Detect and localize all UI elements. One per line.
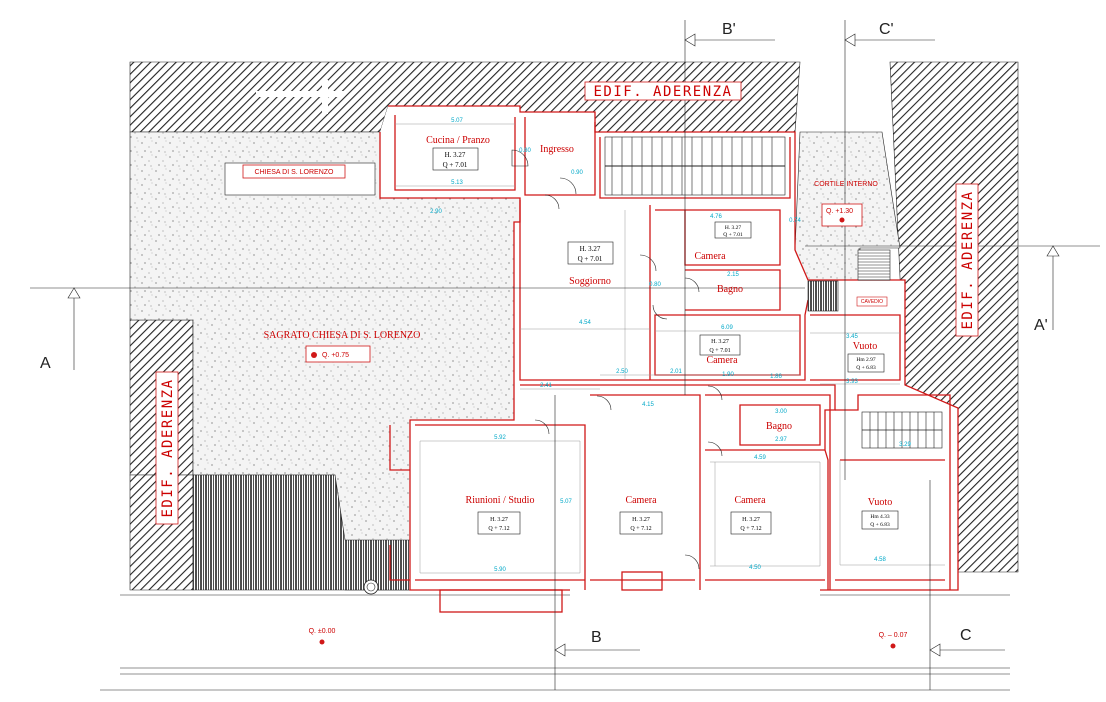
walls xyxy=(379,105,959,613)
cavedio-label: CAVEDIO xyxy=(861,299,883,305)
room-cucina-label: Cucina / Pranzo xyxy=(426,135,490,146)
svg-text:4.54: 4.54 xyxy=(579,320,591,326)
svg-text:3.45: 3.45 xyxy=(846,334,858,340)
svg-text:4.76: 4.76 xyxy=(710,214,722,220)
room-riunioni-h: H. 3.27 xyxy=(490,517,508,523)
edif-top-label: EDIF. ADERENZA xyxy=(593,84,732,100)
room-cucina-q: Q + 7.01 xyxy=(443,161,468,169)
cortile-label: CORTILE INTERNO xyxy=(814,181,878,188)
svg-text:0.74: 0.74 xyxy=(789,218,801,224)
svg-text:2.01: 2.01 xyxy=(670,369,682,375)
svg-text:5.92: 5.92 xyxy=(494,435,506,441)
stair-steps xyxy=(611,137,773,195)
section-a1-label: A' xyxy=(1034,317,1048,334)
room-camera3-label: Camera xyxy=(625,495,657,506)
svg-text:0.80: 0.80 xyxy=(649,282,661,288)
svg-text:2.50: 2.50 xyxy=(616,369,628,375)
street-bollard-icon xyxy=(363,579,379,595)
svg-text:3.29: 3.29 xyxy=(899,442,911,448)
sagrato-q-label: Q. +0.75 xyxy=(322,352,349,359)
svg-text:5.90: 5.90 xyxy=(494,567,506,573)
room-soggiorno-q: Q + 7.01 xyxy=(578,255,603,263)
room-vuoto2-q: Q + 6.83 xyxy=(870,522,890,528)
section-lines xyxy=(30,20,1100,690)
edif-right-label: EDIF. ADERENZA xyxy=(960,190,976,329)
room-camera3-q: Q + 7.12 xyxy=(630,526,651,532)
room-riunioni-label: Riunioni / Studio xyxy=(466,495,535,506)
svg-text:1.90: 1.90 xyxy=(722,372,734,378)
svg-text:4.50: 4.50 xyxy=(749,565,761,571)
room-vuoto1-h: Hm 2.97 xyxy=(856,357,876,363)
level-marker-icon xyxy=(311,352,317,358)
section-c-label: C xyxy=(960,627,972,644)
stair-steps-rear xyxy=(869,412,935,448)
level-marker-icon xyxy=(890,643,896,649)
section-b-label: B xyxy=(591,629,602,646)
svg-text:5.07: 5.07 xyxy=(451,118,463,124)
svg-text:2.97: 2.97 xyxy=(775,437,787,443)
cortile-ramp xyxy=(807,280,839,312)
room-camera4-h: H. 3.27 xyxy=(742,517,760,523)
room-ingresso-label: Ingresso xyxy=(540,144,574,155)
section-c1-label: C' xyxy=(879,21,894,38)
room-bagno2-label: Bagno xyxy=(766,421,792,432)
room-vuoto2-h: Hm 4.33 xyxy=(870,514,890,520)
section-a-label: A xyxy=(40,355,51,372)
svg-text:2.15: 2.15 xyxy=(727,272,739,278)
dimension-labels: 5.07 5.13 2.90 4.76 2.15 4.54 6.09 2.41 … xyxy=(430,118,911,573)
level-marker-icon xyxy=(319,639,325,645)
chiesa-label: CHIESA DI S. LORENZO xyxy=(255,169,335,176)
svg-text:5.13: 5.13 xyxy=(451,180,463,186)
svg-text:2.90: 2.90 xyxy=(430,209,442,215)
room-camera4-q: Q + 7.12 xyxy=(740,526,761,532)
stair-steps-cortile xyxy=(858,252,890,281)
cortile-q-label: Q. +1.30 xyxy=(826,208,853,215)
street-q-left-label: Q. ±0.00 xyxy=(309,628,336,635)
room-camera3-h: H. 3.27 xyxy=(632,517,650,523)
room-camera1-q: Q + 7.01 xyxy=(723,232,743,238)
svg-text:4.59: 4.59 xyxy=(754,455,766,461)
svg-text:0.80: 0.80 xyxy=(519,148,531,154)
edif-left-label: EDIF. ADERENZA xyxy=(160,378,176,517)
room-riunioni-q: Q + 7.12 xyxy=(488,526,509,532)
svg-text:4.58: 4.58 xyxy=(874,557,886,563)
room-cucina-h: H. 3.27 xyxy=(445,151,466,159)
room-soggiorno-label: Soggiorno xyxy=(569,276,611,287)
staircase-main xyxy=(604,136,786,196)
room-vuoto1-label: Vuoto xyxy=(853,341,877,352)
building-footprint xyxy=(380,106,958,598)
dimension-lines xyxy=(395,123,945,574)
svg-text:4.15: 4.15 xyxy=(642,402,654,408)
section-b1-label: B' xyxy=(722,21,736,38)
level-marker-icon xyxy=(839,217,845,223)
room-vuoto1-q: Q + 6.83 xyxy=(856,365,876,371)
svg-text:5.07: 5.07 xyxy=(560,499,572,505)
svg-text:0.90: 0.90 xyxy=(571,170,583,176)
room-bagno1-label: Bagno xyxy=(717,284,743,295)
room-camera1-label: Camera xyxy=(694,251,726,262)
sagrato-label: SAGRATO CHIESA DI S. LORENZO xyxy=(264,330,421,341)
room-camera1-h: H. 3.27 xyxy=(725,225,742,231)
room-soggiorno-h: H. 3.27 xyxy=(580,245,601,253)
room-camera2-h: H. 3.27 xyxy=(711,339,729,345)
svg-text:6.09: 6.09 xyxy=(721,325,733,331)
room-camera2-label: Camera xyxy=(706,355,738,366)
room-camera4-label: Camera xyxy=(734,495,766,506)
svg-text:3.00: 3.00 xyxy=(775,409,787,415)
room-vuoto2-label: Vuoto xyxy=(868,497,892,508)
doors xyxy=(511,149,723,570)
svg-text:2.41: 2.41 xyxy=(540,383,552,389)
svg-text:1.86: 1.86 xyxy=(770,374,782,380)
svg-text:3.93: 3.93 xyxy=(846,379,858,385)
room-camera2-q: Q + 7.01 xyxy=(709,348,730,354)
street-q-right-label: Q. – 0.07 xyxy=(879,632,908,639)
